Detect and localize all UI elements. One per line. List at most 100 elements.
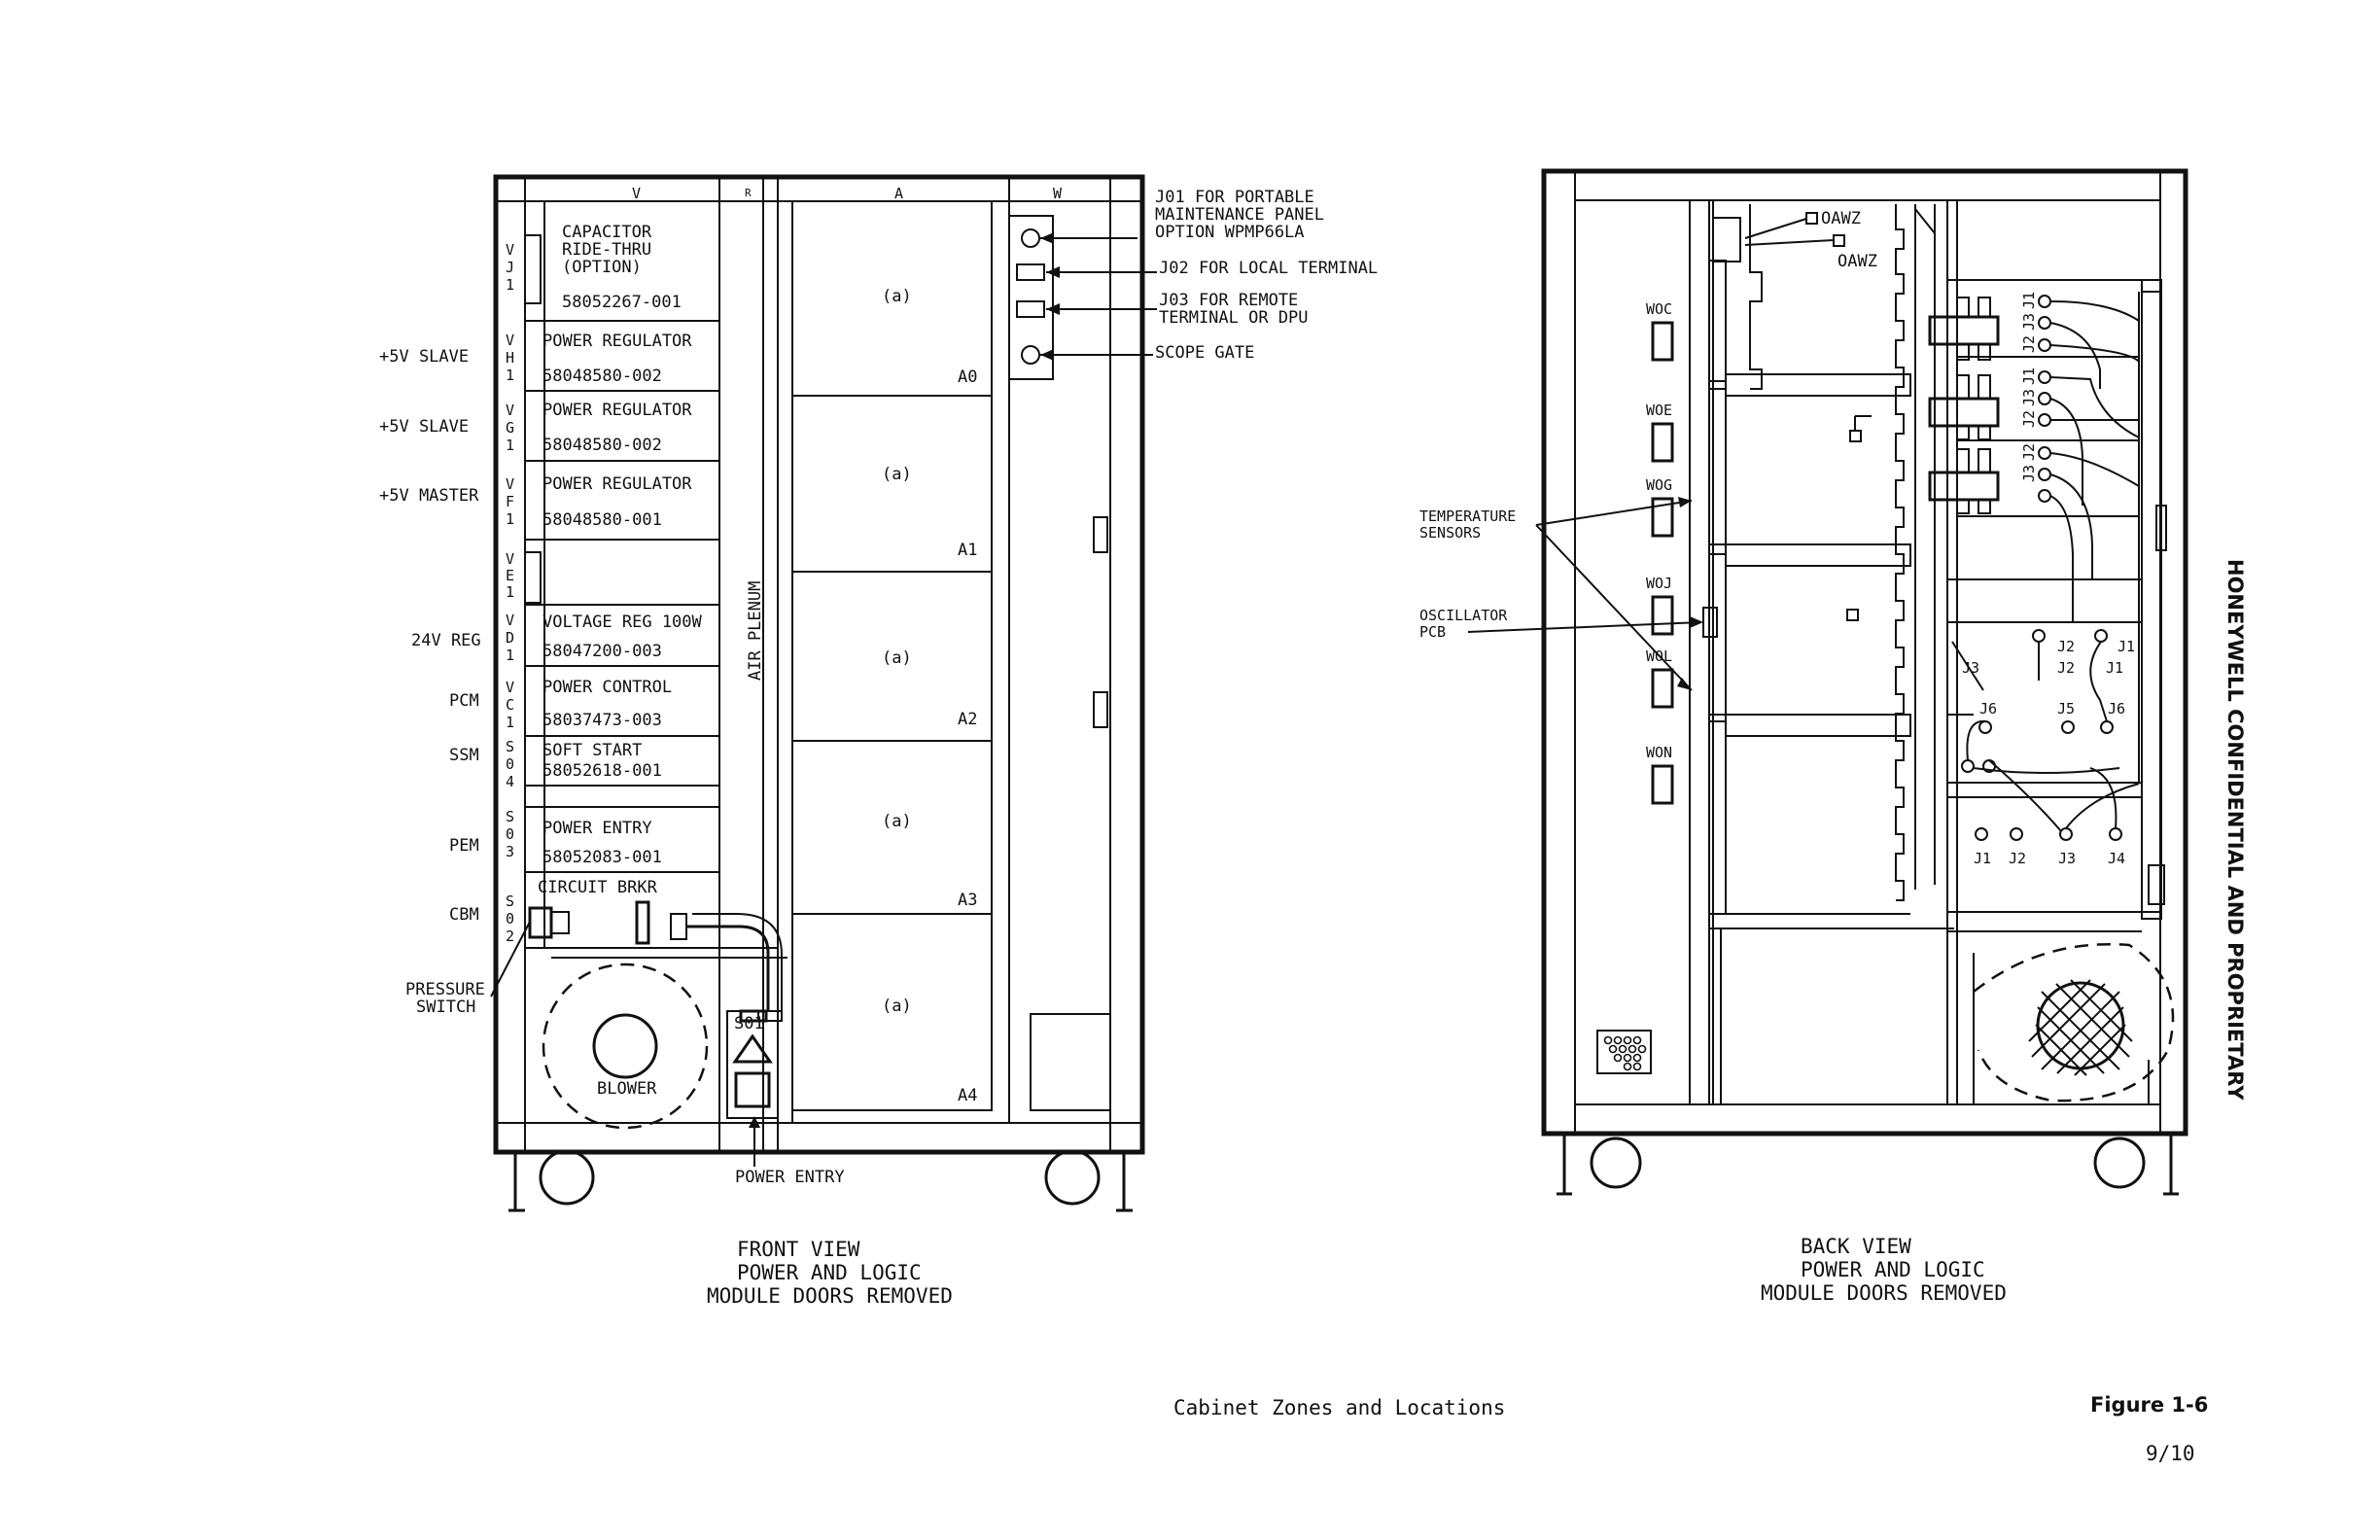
module-power-regulator-vf1: POWER REGULATOR 58048580-001 bbox=[542, 474, 692, 530]
card-cage-frame bbox=[1708, 199, 1958, 1105]
module-power-control: POWER CONTROL 58037473-003 bbox=[542, 678, 672, 730]
svg-text:J2: J2 bbox=[2057, 638, 2075, 655]
svg-text:BACK VIEW: BACK VIEW bbox=[1801, 1235, 1911, 1258]
front-view: V R A W V J 1 bbox=[379, 174, 1378, 1308]
svg-text:J1: J1 bbox=[2106, 659, 2123, 677]
svg-text:1: 1 bbox=[506, 276, 514, 294]
module-power-regulator-vh1: POWER REGULATOR 58048580-002 bbox=[542, 332, 692, 386]
svg-text:J2: J2 bbox=[2009, 850, 2026, 867]
oawz-label-1: OAWZ bbox=[1821, 209, 1861, 228]
svg-text:POWER AND LOGIC: POWER AND LOGIC bbox=[737, 1261, 922, 1284]
svg-text:S: S bbox=[506, 738, 514, 755]
slot-a4: A4 bbox=[958, 1086, 977, 1105]
svg-text:C: C bbox=[506, 696, 514, 714]
svg-text:J6: J6 bbox=[2108, 700, 2125, 718]
blower-dashed-circle bbox=[542, 962, 709, 1130]
slot-a1: A1 bbox=[958, 541, 977, 560]
svg-text:WOC: WOC bbox=[1646, 300, 1672, 318]
s01-box bbox=[726, 1010, 779, 1119]
label-pressure-switch: PRESSURE SWITCH bbox=[405, 980, 485, 1017]
front-feet bbox=[508, 1149, 1133, 1212]
svg-text:0: 0 bbox=[506, 910, 514, 928]
oawz-marker-2 bbox=[1833, 234, 1845, 247]
oscillator-pcb-callout: OSCILLATOR PCB bbox=[1419, 607, 1508, 641]
label-24v-reg: 24V REG bbox=[411, 631, 481, 650]
column-header-a: A bbox=[894, 185, 903, 202]
svg-text:SOFT START: SOFT START bbox=[542, 741, 642, 760]
svg-text:V: V bbox=[506, 332, 514, 349]
back-wheel-right bbox=[2093, 1137, 2146, 1189]
slot-code-vg1: V G 1 bbox=[506, 402, 514, 454]
svg-text:E: E bbox=[506, 567, 514, 584]
power-entry-plug bbox=[734, 1071, 771, 1108]
svg-text:J3: J3 bbox=[1962, 659, 1979, 677]
label-5v-master: +5V MASTER bbox=[379, 486, 479, 506]
svg-text:J1: J1 bbox=[1974, 850, 1991, 867]
svg-text:V: V bbox=[506, 679, 514, 696]
svg-text:MODULE DOORS REMOVED: MODULE DOORS REMOVED bbox=[1761, 1281, 2007, 1305]
svg-text:MODULE DOORS REMOVED: MODULE DOORS REMOVED bbox=[707, 1284, 953, 1308]
svg-text:S: S bbox=[506, 808, 514, 825]
back-cabinet-frame bbox=[1541, 168, 2188, 1137]
callout-j02: J02 FOR LOCAL TERMINAL bbox=[1159, 259, 1378, 278]
svg-text:POWER REGULATOR: POWER REGULATOR bbox=[542, 401, 692, 420]
svg-text:V: V bbox=[506, 612, 514, 629]
svg-text:1: 1 bbox=[506, 437, 514, 454]
slot-code-s03: S 0 3 bbox=[506, 808, 514, 860]
callout-j01: J01 FOR PORTABLE MAINTENANCE PANEL OPTIO… bbox=[1155, 188, 1324, 242]
oawz-label-2: OAWZ bbox=[1838, 252, 1877, 271]
svg-text:4: 4 bbox=[506, 773, 514, 790]
back-connector-won: WON bbox=[1646, 744, 1674, 805]
svg-text:J01 FOR PORTABLE: J01 FOR PORTABLE bbox=[1155, 188, 1314, 207]
slot-code-vf1: V F 1 bbox=[506, 475, 514, 528]
lower-jack-block: J1 J2 J3 J4 bbox=[1974, 767, 2140, 867]
a-slot-frame bbox=[791, 200, 993, 1111]
back-wheel-left bbox=[1590, 1137, 1642, 1189]
mid-jack-block: J2 J1 J3 J2 J1 J6 J5 J6 bbox=[1947, 629, 2135, 832]
slot-code-ve1: V E 1 bbox=[506, 550, 514, 601]
j02-connector-icon bbox=[1016, 263, 1045, 281]
svg-text:0: 0 bbox=[506, 755, 514, 773]
blower-label: BLOWER bbox=[597, 1079, 657, 1099]
svg-text:MAINTENANCE PANEL: MAINTENANCE PANEL bbox=[1155, 205, 1324, 225]
label-pem: PEM bbox=[449, 836, 479, 856]
column-header-w: W bbox=[1053, 185, 1063, 202]
back-connector-woj: WOJ bbox=[1646, 575, 1674, 636]
a-note-3: (a) bbox=[882, 812, 912, 831]
svg-text:TEMPERATURE: TEMPERATURE bbox=[1419, 508, 1516, 525]
svg-text:D: D bbox=[506, 629, 514, 647]
back-view: WOC WOE WOG WOJ WOL WON bbox=[1419, 168, 2188, 1305]
column-header-r: R bbox=[745, 187, 752, 199]
label-pcm: PCM bbox=[449, 691, 479, 711]
svg-text:58037473-003: 58037473-003 bbox=[542, 711, 662, 730]
svg-text:POWER AND LOGIC: POWER AND LOGIC bbox=[1801, 1258, 1985, 1281]
svg-text:CAPACITOR: CAPACITOR bbox=[562, 223, 652, 242]
svg-text:J1: J1 bbox=[2020, 292, 2038, 309]
svg-text:J5: J5 bbox=[2057, 700, 2075, 718]
module-soft-start: SOFT START 58052618-001 bbox=[542, 741, 662, 781]
figure-title: Cabinet Zones and Locations bbox=[1173, 1396, 1505, 1419]
oawz-marker-1 bbox=[1805, 212, 1818, 225]
svg-text:FRONT VIEW: FRONT VIEW bbox=[737, 1238, 860, 1261]
svg-text:POWER CONTROL: POWER CONTROL bbox=[542, 678, 672, 697]
a-note-1: (a) bbox=[882, 465, 912, 484]
svg-text:1: 1 bbox=[506, 367, 514, 384]
back-view-caption: BACK VIEW POWER AND LOGIC MODULE DOORS R… bbox=[1761, 1235, 2007, 1305]
svg-text:J2: J2 bbox=[2057, 659, 2075, 677]
svg-text:3: 3 bbox=[506, 843, 514, 860]
slot-code-s02: S 0 2 bbox=[506, 892, 514, 945]
label-cbm: CBM bbox=[449, 905, 479, 925]
label-ssm: SSM bbox=[449, 746, 479, 765]
slot-code-vj1: V J 1 bbox=[506, 241, 514, 294]
card-edge-strip bbox=[1895, 204, 1905, 901]
svg-text:S: S bbox=[506, 892, 514, 910]
page-number: 9/10 bbox=[2146, 1442, 2195, 1465]
svg-text:1: 1 bbox=[506, 714, 514, 731]
svg-text:H: H bbox=[506, 349, 514, 367]
svg-text:POWER ENTRY: POWER ENTRY bbox=[542, 819, 652, 838]
svg-text:POWER REGULATOR: POWER REGULATOR bbox=[542, 332, 692, 351]
svg-text:J2: J2 bbox=[2020, 335, 2038, 353]
svg-text:58048580-001: 58048580-001 bbox=[542, 510, 662, 530]
confidential-notice: HONEYWELL CONFIDENTIAL AND PROPRIETARY bbox=[2223, 559, 2247, 1101]
